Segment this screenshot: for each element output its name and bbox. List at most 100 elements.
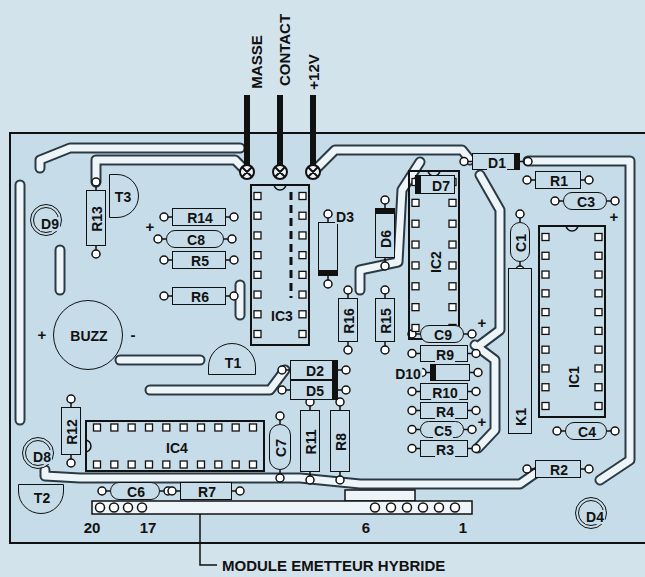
solder-pad	[524, 158, 532, 166]
solder-pad	[381, 286, 389, 294]
ic-pin	[299, 252, 306, 259]
capacitor-symbol: C5	[420, 421, 464, 438]
solder-pad	[160, 213, 168, 221]
component-leads	[67, 158, 619, 496]
ic-pin	[254, 252, 261, 259]
ic-pin	[94, 461, 101, 468]
solder-pad	[381, 346, 389, 354]
solder-pad	[342, 386, 350, 394]
resistor-symbol: R4	[420, 402, 468, 419]
led-symbol: D8	[22, 437, 54, 469]
diode-symbol: D6	[375, 208, 395, 258]
component-label: C5	[433, 424, 453, 438]
ic-pin	[412, 220, 419, 227]
resistor-symbol: R2	[535, 460, 581, 478]
ic-pin	[215, 424, 222, 431]
component-label: K1	[514, 407, 528, 427]
component-label: R11	[304, 429, 318, 456]
resistor-symbol: R9	[420, 345, 468, 362]
transistor-symbol: T3	[109, 174, 139, 218]
ic-pin	[299, 331, 306, 338]
supply-wire	[310, 95, 316, 165]
polarity-mark: +	[478, 414, 487, 429]
component-label: T1	[224, 356, 242, 370]
solder-pad	[611, 427, 619, 435]
component-label: R7	[197, 485, 217, 499]
solder-pad	[230, 292, 238, 300]
resistor-symbol: R5	[172, 251, 226, 269]
ic-pin	[412, 325, 419, 332]
supply-wire	[244, 95, 250, 165]
component-label: IC1	[567, 365, 581, 389]
ic-pin	[250, 424, 257, 431]
transistor-symbol: T1	[208, 343, 256, 375]
solder-pad	[154, 235, 162, 243]
ic-pin	[542, 365, 549, 372]
ic-pin	[449, 241, 456, 248]
solder-pad	[344, 346, 352, 354]
ic-pin	[299, 271, 306, 278]
ic-pin	[250, 461, 257, 468]
solder-pad	[228, 235, 236, 243]
solder-pad	[230, 213, 238, 221]
ic-pin	[254, 232, 261, 239]
ic-pin	[412, 241, 419, 248]
solder-pad	[408, 445, 416, 453]
solder-pad	[460, 158, 468, 166]
ic-pin	[449, 220, 456, 227]
capacitor-symbol: C1	[510, 222, 530, 262]
ic-pin	[111, 461, 118, 468]
module-header	[92, 501, 472, 514]
ic-pin	[595, 384, 602, 391]
solder-pad	[516, 210, 524, 218]
ic-pin	[128, 461, 135, 468]
copper-trace	[20, 148, 630, 484]
solder-pad	[585, 176, 593, 184]
resistor-symbol: R14	[172, 208, 226, 226]
solder-pad	[278, 386, 286, 394]
header-pin	[387, 503, 396, 512]
buzzer-symbol: BUZZ	[53, 300, 123, 370]
component-label: C6	[126, 485, 146, 499]
supply-wire	[277, 95, 283, 165]
ic-pin	[595, 327, 602, 334]
ic-pin	[299, 212, 306, 219]
component-label: R9	[435, 348, 455, 362]
polarity-mark: +	[146, 219, 155, 234]
solder-pad	[344, 286, 352, 294]
solder-pad	[551, 197, 559, 205]
led-symbol: D9	[30, 204, 62, 236]
diode-symbol: D10	[430, 364, 470, 381]
solder-pad	[236, 487, 244, 495]
solder-pad	[408, 388, 416, 396]
ic-symbol: IC3	[250, 184, 310, 346]
solder-pad	[168, 487, 176, 495]
wire-pad	[240, 165, 320, 179]
component-label: D9	[40, 217, 60, 231]
diode-symbol: D7	[415, 175, 455, 194]
polarity-mark: -	[131, 327, 136, 342]
resistor-symbol: R11	[300, 410, 320, 472]
ic-pin	[449, 262, 456, 269]
component-label: R4	[435, 405, 455, 419]
component-label: IC2	[429, 250, 443, 274]
component-label: C9	[433, 328, 453, 342]
solder-pad	[324, 210, 332, 218]
transistor-symbol: T2	[18, 484, 64, 514]
jumper-wire	[290, 192, 293, 298]
component-label: R1	[549, 174, 569, 188]
ic-pin	[163, 424, 170, 431]
solder-pad	[160, 256, 168, 264]
ic-pin	[232, 424, 239, 431]
component-label: T3	[114, 190, 132, 204]
ic-pin	[595, 290, 602, 297]
diode-symbol: D2	[290, 360, 338, 380]
supply-wire	[247, 95, 313, 165]
ic-pin	[542, 403, 549, 410]
capacitor-symbol: C3	[563, 192, 607, 210]
pin-number: 20	[84, 520, 101, 535]
solder-pad	[523, 465, 531, 473]
solder-pad	[381, 196, 389, 204]
